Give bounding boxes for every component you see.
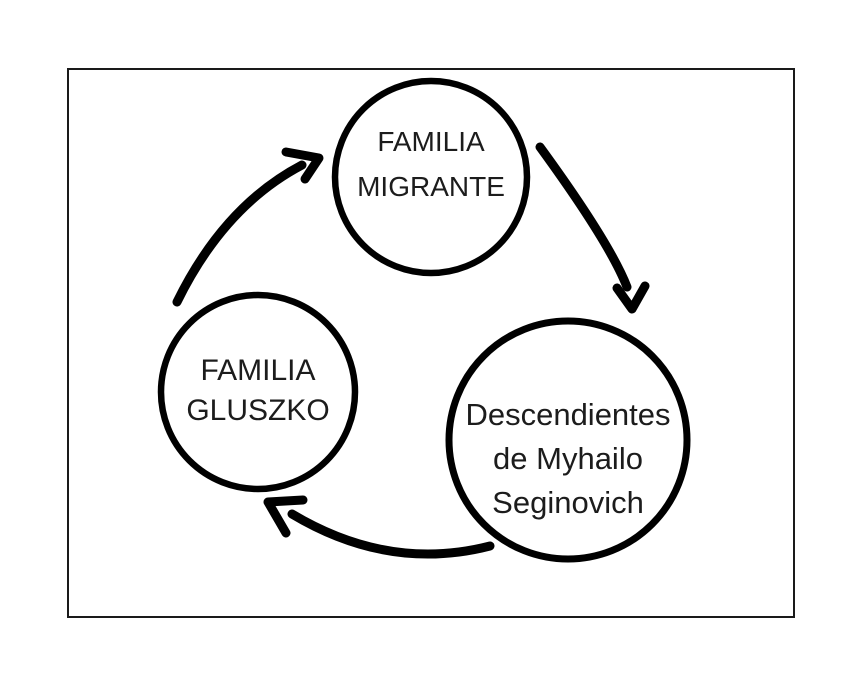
node-label-line: MIGRANTE bbox=[357, 171, 505, 202]
arrowhead-up-right-icon bbox=[281, 147, 324, 184]
node-label-line: Descendientes bbox=[465, 397, 671, 432]
arrow-migrante-to-descendientes bbox=[535, 142, 650, 314]
node-label-familia-migrante: FAMILIA MIGRANTE bbox=[331, 119, 531, 209]
circle-familia-gluszko bbox=[157, 291, 359, 493]
node-label-familia-gluszko: FAMILIA GLUSZKO bbox=[158, 351, 358, 431]
node-label-line: FAMILIA bbox=[377, 126, 485, 157]
arrow-shaft bbox=[535, 142, 632, 292]
circle-familia-migrante bbox=[331, 77, 531, 277]
arrow-gluszko-to-migrante bbox=[172, 147, 324, 307]
node-label-line: FAMILIA bbox=[200, 354, 316, 387]
arrowhead-left-icon bbox=[263, 495, 308, 538]
arrowhead-down-icon bbox=[612, 281, 650, 314]
circle-descendientes-seginovich bbox=[445, 317, 691, 563]
node-label-line: Seginovich bbox=[492, 485, 644, 520]
arrow-descendientes-to-gluszko bbox=[263, 495, 495, 559]
node-label-line: GLUSZKO bbox=[186, 394, 330, 427]
node-label-line: de Myhailo bbox=[493, 441, 643, 476]
arrow-shaft bbox=[287, 509, 495, 559]
arrow-shaft bbox=[172, 160, 307, 307]
node-label-descendientes-seginovich: Descendientes de Myhailo Seginovich bbox=[448, 393, 688, 525]
